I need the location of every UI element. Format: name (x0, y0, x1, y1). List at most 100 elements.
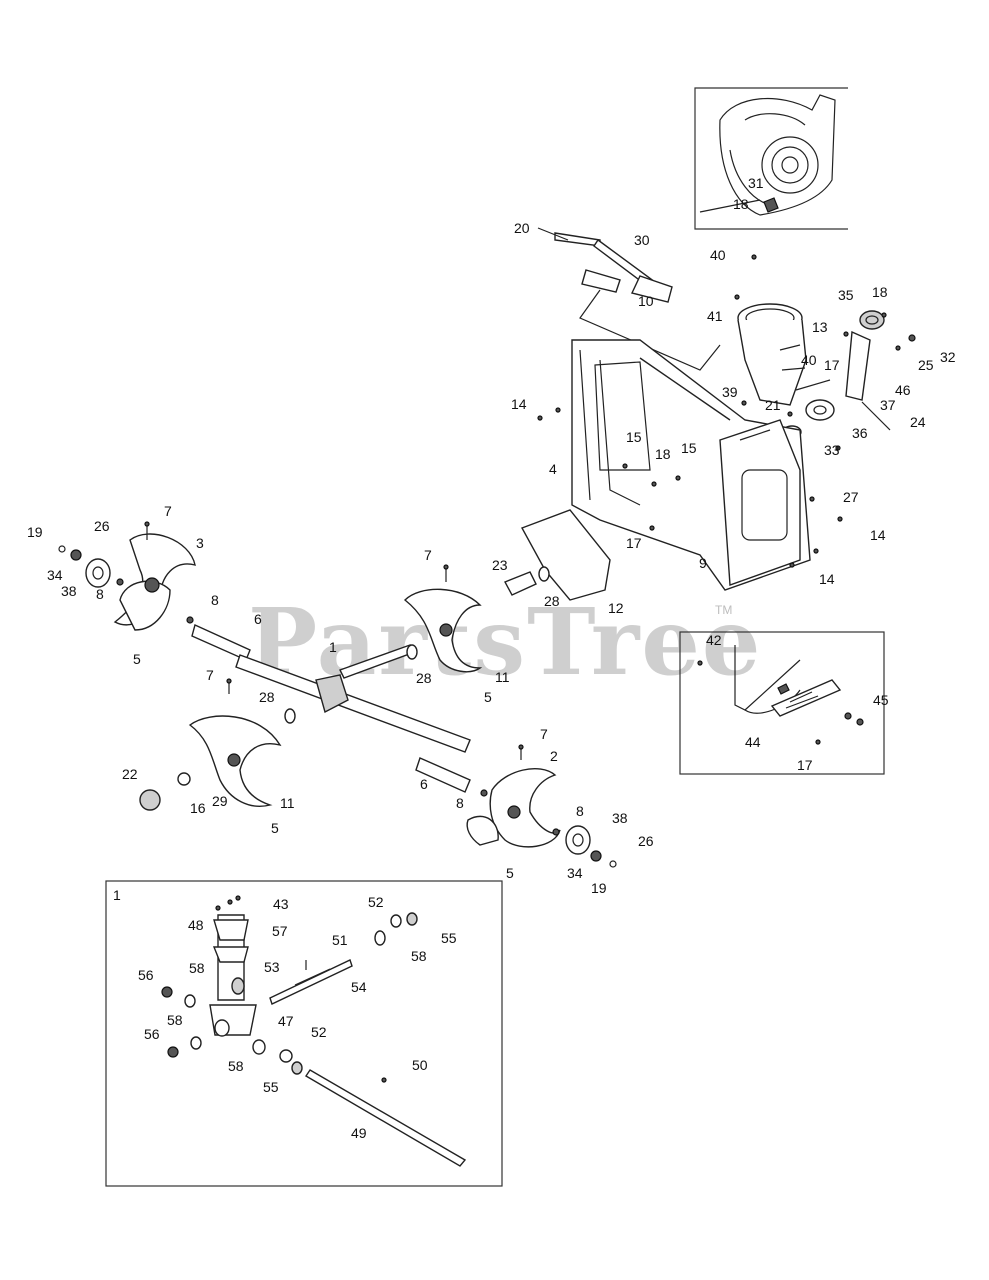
callout-label: 18 (733, 196, 749, 212)
callout-label: 50 (412, 1057, 428, 1073)
callout-label: 44 (745, 734, 761, 750)
callout-label: 14 (511, 396, 527, 412)
callout-label: 17 (626, 535, 642, 551)
callout-label: 55 (441, 930, 457, 946)
auger-flight-center (403, 588, 483, 673)
bolts (144, 254, 849, 760)
callout-label: 22 (122, 766, 138, 782)
callout-label: 56 (138, 967, 154, 983)
gearbox-bracket (504, 509, 611, 601)
callout-label: 15 (626, 429, 642, 445)
callout-label: 38 (612, 810, 628, 826)
callout-label: 58 (228, 1058, 244, 1074)
callout-label: 26 (94, 518, 110, 534)
callout-label: 52 (368, 894, 384, 910)
callout-label: 1 (329, 639, 337, 655)
callout-label: 30 (634, 232, 650, 248)
callout-label: 53 (264, 959, 280, 975)
callout-label: 7 (206, 667, 214, 683)
gearbox-inset: 1 (105, 880, 503, 1187)
callout-label: 46 (895, 382, 911, 398)
auger-flight-left (113, 533, 196, 631)
callout-label: 23 (492, 557, 508, 573)
callout-label: 13 (812, 319, 828, 335)
callout-label: 19 (591, 880, 607, 896)
callout-label: 5 (271, 820, 279, 836)
callout-label: 8 (96, 586, 104, 602)
auger-flight-lower-left (188, 715, 282, 807)
auger-shaft (191, 624, 471, 793)
callout-label: 58 (189, 960, 205, 976)
callout-label: 31 (748, 175, 764, 191)
callout-label: 18 (655, 446, 671, 462)
callout-label: 32 (940, 349, 956, 365)
callout-label: 6 (420, 776, 428, 792)
callout-label: 8 (576, 803, 584, 819)
callout-label: 58 (167, 1012, 183, 1028)
callout-label: 4 (549, 461, 557, 477)
callout-label: 56 (144, 1026, 160, 1042)
callout-label: 28 (259, 689, 275, 705)
watermark-trademark: TM (715, 603, 732, 617)
callout-label: 8 (211, 592, 219, 608)
callout-label: 5 (506, 865, 514, 881)
auger-flight-right (466, 767, 561, 848)
callout-label: 41 (707, 308, 723, 324)
shave-plate-inset (679, 631, 885, 775)
callout-label: 39 (722, 384, 738, 400)
callout-label: 19 (27, 524, 43, 540)
callout-label: 5 (133, 651, 141, 667)
callout-label: 11 (495, 669, 510, 685)
callout-label: 38 (61, 583, 77, 599)
callout-label: 55 (263, 1079, 279, 1095)
callout-label: 35 (838, 287, 854, 303)
callout-label: 21 (765, 397, 781, 413)
callout-label: 45 (873, 692, 889, 708)
callout-label: 34 (47, 567, 63, 583)
callout-label: 33 (824, 442, 840, 458)
callout-label: 10 (638, 293, 654, 309)
callout-label: 14 (819, 571, 835, 587)
callout-label: 2 (550, 748, 558, 764)
callout-label: 58 (411, 948, 427, 964)
callout-label: 54 (351, 979, 367, 995)
callout-label: 16 (190, 800, 206, 816)
callout-label: 3 (196, 535, 204, 551)
callout-label: 5 (484, 689, 492, 705)
callout-label: 6 (254, 611, 262, 627)
callout-label: 18 (872, 284, 888, 300)
callout-label: 20 (514, 220, 530, 236)
callout-label: 48 (188, 917, 204, 933)
callout-label: 7 (164, 503, 172, 519)
callout-label: 25 (918, 357, 934, 373)
end-hardware (58, 545, 617, 868)
callout-label: 7 (540, 726, 548, 742)
inset-box-number: 1 (113, 887, 121, 903)
auger-housing (571, 339, 811, 591)
chute-base (737, 303, 807, 406)
callout-label: 40 (801, 352, 817, 368)
callout-label: 47 (278, 1013, 294, 1029)
callout-label: 34 (567, 865, 583, 881)
callout-label: 57 (272, 923, 288, 939)
callout-label: 24 (910, 414, 926, 430)
callout-label: 11 (280, 795, 295, 811)
callout-label: 40 (710, 247, 726, 263)
callout-label: 14 (870, 527, 886, 543)
callout-label: 17 (797, 757, 813, 773)
callout-label: 27 (843, 489, 859, 505)
callout-label: 42 (706, 632, 722, 648)
callout-label: 36 (852, 425, 868, 441)
callout-label: 7 (424, 547, 432, 563)
callout-label: 9 (699, 555, 707, 571)
callout-label: 8 (456, 795, 464, 811)
callout-label: 49 (351, 1125, 367, 1141)
callout-label: 52 (311, 1024, 327, 1040)
callout-label: 12 (608, 600, 624, 616)
callout-label: 28 (544, 593, 560, 609)
callout-label: 43 (273, 896, 289, 912)
callout-label: 15 (681, 440, 697, 456)
